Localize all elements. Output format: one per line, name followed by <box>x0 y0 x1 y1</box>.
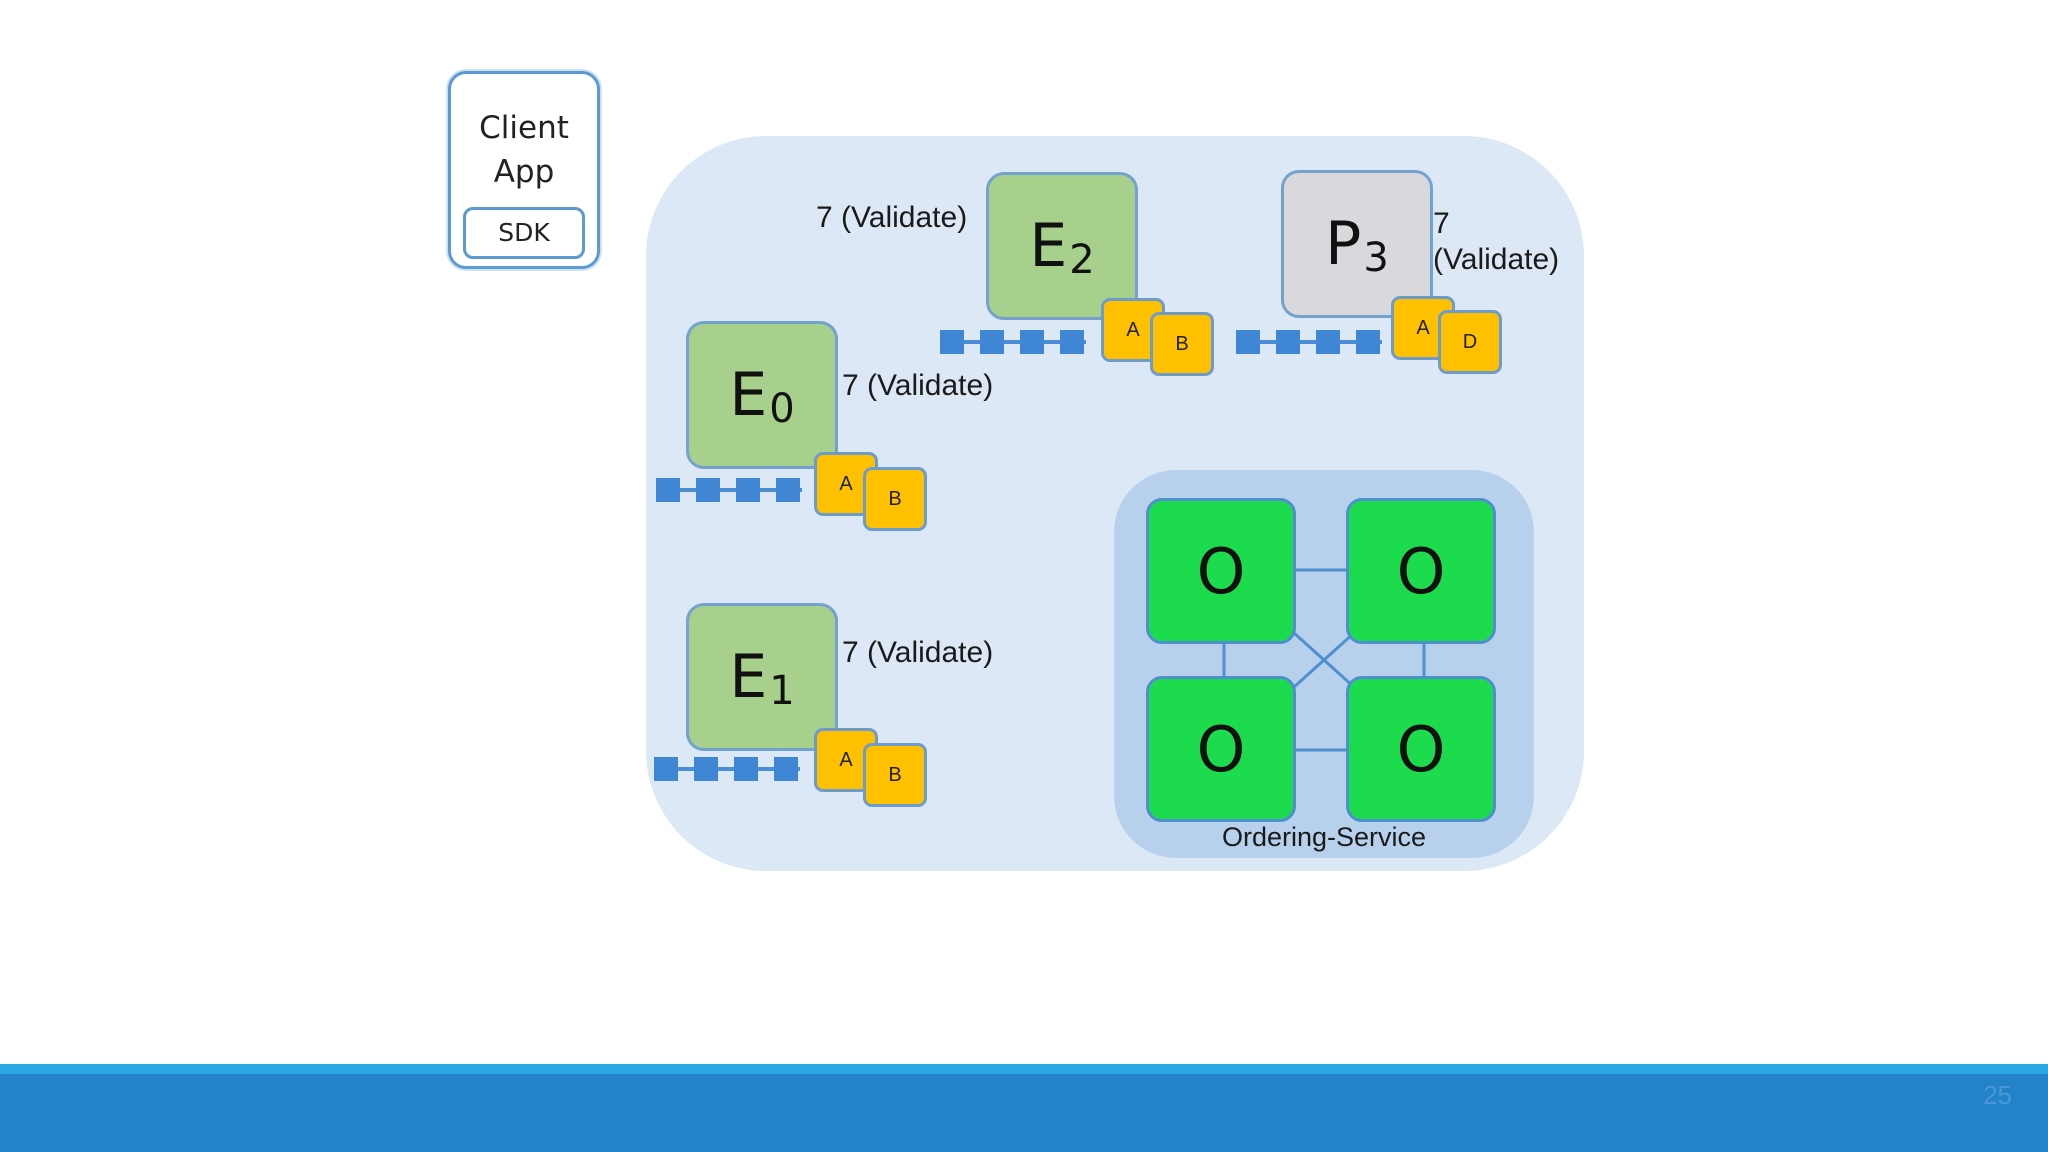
peer-e0-chaincode-b: B <box>863 467 927 531</box>
peer-p3-name: P <box>1325 209 1362 279</box>
peer-e2-validate-note: 7 (Validate) <box>816 201 968 234</box>
peer-e2-subscript: 2 <box>1069 237 1095 283</box>
client-app-label: Client App <box>479 110 569 190</box>
peer-e1-subscript: 1 <box>769 668 795 714</box>
peer-e1-chaincode-b: B <box>863 743 927 807</box>
peer-e0-ledger <box>656 478 802 502</box>
footer-bar <box>0 1074 2048 1152</box>
ordering-service-cluster: O O O O Ordering-Service <box>1114 470 1534 858</box>
orderer-node-top-right: O <box>1346 498 1496 644</box>
orderer-node-bottom-right: O <box>1346 676 1496 822</box>
client-app-box: Client App SDK <box>448 71 600 269</box>
peer-p3-subscript: 3 <box>1363 235 1389 281</box>
peer-p3-validate-note: 7 (Validate) <box>1433 207 1560 276</box>
slide-page-number: 25 <box>1983 1080 2012 1110</box>
peer-e1-name: E <box>729 642 768 712</box>
peer-e2-ledger <box>940 330 1086 354</box>
ordering-service-label: Ordering-Service <box>1221 822 1427 852</box>
peer-e0-subscript: 0 <box>769 386 795 432</box>
peer-e2-chaincode-b: B <box>1150 312 1214 376</box>
peer-e1-ledger <box>654 757 800 781</box>
peer-p3-ledger <box>1236 330 1382 354</box>
peer-e0-validate-note: 7 (Validate) <box>842 369 994 402</box>
sdk-box: SDK <box>463 207 585 259</box>
peer-p3-chaincode-d: D <box>1438 310 1502 374</box>
peer-e2-name: E <box>1029 211 1068 281</box>
orderer-node-bottom-left: O <box>1146 676 1296 822</box>
peer-e0-name: E <box>729 360 768 430</box>
peer-e1-validate-note: 7 (Validate) <box>842 636 994 669</box>
orderer-node-top-left: O <box>1146 498 1296 644</box>
footer-stripe <box>0 1064 2048 1074</box>
